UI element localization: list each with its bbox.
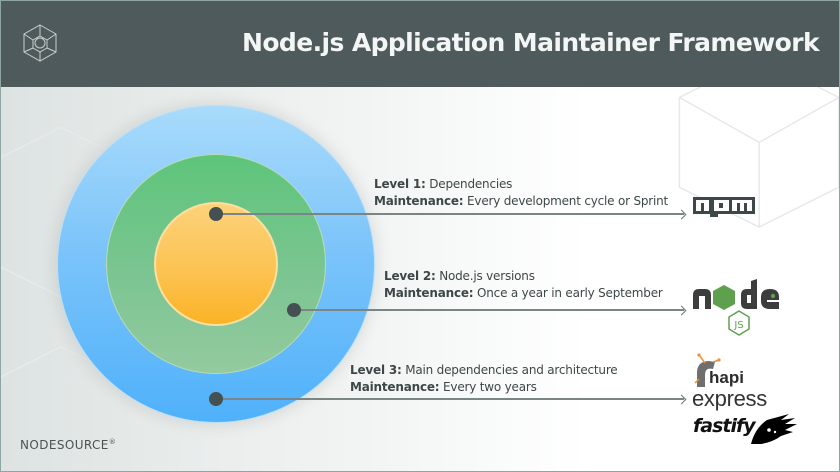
hapi-logo-text: hapi (709, 368, 744, 387)
level-3-marker (209, 392, 223, 406)
level-3-maintenance-value: Every two years (443, 380, 537, 394)
level-1-maintenance-value: Every development cycle or Sprint (467, 194, 669, 208)
level-2-title-label: Level 2: (384, 269, 436, 283)
level-3-title-value: Main dependencies and architecture (405, 363, 618, 377)
level-2-label: Level 2: Node.js versions Maintenance: O… (384, 268, 663, 302)
level-1-maintenance-label: Maintenance: (374, 194, 464, 208)
npm-logo-icon (693, 197, 755, 217)
nodejs-js-text: JS (733, 320, 743, 331)
level-2-maintenance-value: Once a year in early September (477, 286, 663, 300)
express-logo-text: express (692, 386, 767, 411)
registered-mark: ® (108, 438, 117, 446)
level-3-title-label: Level 3: (350, 363, 402, 377)
page-title: Node.js Application Maintainer Framework (242, 28, 820, 57)
level-2-connector (294, 309, 684, 311)
nodesource-brand: NODESOURCE® (20, 438, 116, 452)
level-2-title-value: Node.js versions (439, 269, 535, 283)
level-1-marker (209, 207, 223, 221)
level-2-marker (287, 303, 301, 317)
level-1-title-value: Dependencies (429, 177, 513, 191)
level-3-connector (216, 398, 684, 400)
level-3-label: Level 3: Main dependencies and architect… (350, 362, 618, 396)
level-2-maintenance-label: Maintenance: (384, 286, 474, 300)
fastify-logo-text: fastify (693, 415, 756, 437)
level-3-maintenance-label: Maintenance: (350, 380, 440, 394)
nodesource-brand-text: NODESOURCE (20, 438, 109, 452)
nodejs-logo-icon: JS (693, 279, 779, 336)
level-1-label: Level 1: Dependencies Maintenance: Every… (374, 176, 668, 210)
level-1-title-label: Level 1: (374, 177, 426, 191)
level-1-circle (154, 202, 278, 326)
cube-outline-icon (23, 24, 57, 62)
hapi-logo-icon (694, 353, 721, 387)
level-1-connector (216, 213, 684, 215)
header-bar: Node.js Application Maintainer Framework (1, 1, 839, 87)
fastify-cheetah-icon (751, 414, 797, 444)
